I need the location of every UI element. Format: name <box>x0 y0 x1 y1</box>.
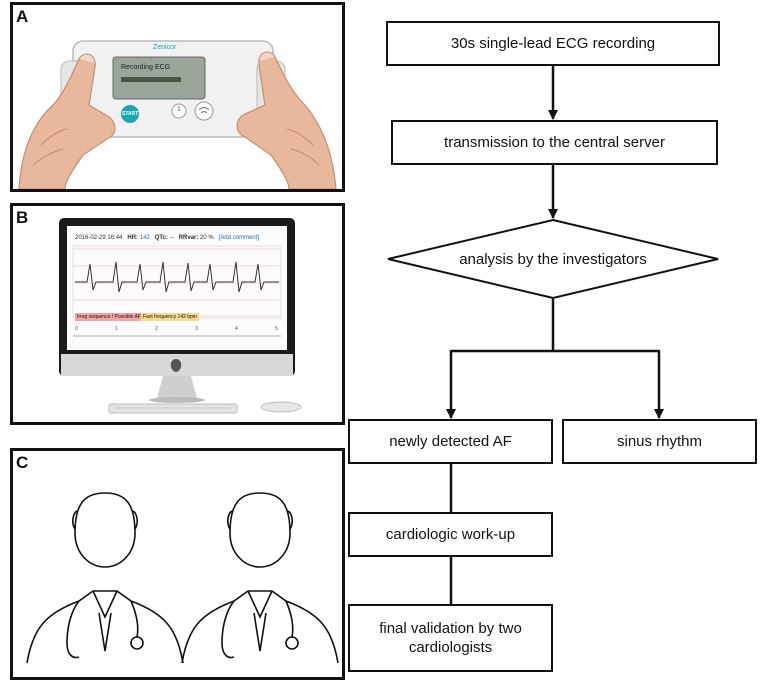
ecg-date: 2016-02-29 16:44 <box>75 235 123 241</box>
computer-monitor-illustration <box>59 218 302 414</box>
ecg-qtc-label: QTc: <box>154 235 168 241</box>
ecg-hr-label: HR: <box>127 235 139 241</box>
tag-irregular-sequence: Irreg sequence / Possible AF <box>75 313 143 321</box>
doctor-right-icon <box>181 492 339 664</box>
flow-step-ecg-recording: 30s single-lead ECG recording <box>386 21 720 66</box>
device-brand-label: Zenicor <box>153 44 177 51</box>
two-doctors-illustration <box>26 492 339 664</box>
ecg-qtc-value: -- <box>169 235 174 241</box>
ecg-header: 2016-02-29 16:44 HR: 142 QTc: -- RRvar: … <box>75 235 259 241</box>
handheld-ecg-device-illustration <box>18 40 337 189</box>
ecg-rrvar-value: 20 % <box>200 235 214 241</box>
tick-label: 1 <box>115 326 118 332</box>
panel-a-letter: A <box>16 7 29 26</box>
doctor-left-icon <box>26 492 184 664</box>
panel-b: B 2016-02-29 16:44 HR: 142 QTc: -- RRvar… <box>10 203 345 425</box>
tag-fast-frequency: Fast frequency 142 bpm <box>141 313 199 321</box>
ecg-hr-value: 142 <box>139 235 150 241</box>
tick-label: 3 <box>195 326 198 332</box>
tick-label: 4 <box>235 326 238 332</box>
flow-step-final-validation: final validation by two cardiologists <box>348 604 553 672</box>
device-start-label: START <box>122 111 139 117</box>
flow-decision-label: analysis by the investigators <box>459 251 647 268</box>
flow-branch-sinus-rhythm: sinus rhythm <box>562 419 757 464</box>
flow-step-transmission: transmission to the central server <box>391 120 718 165</box>
panel-c: C <box>10 448 345 680</box>
flow-branch-newly-detected-af: newly detected AF <box>348 419 553 464</box>
tick-label: 0 <box>75 326 78 332</box>
flow-step-cardiologic-workup: cardiologic work-up <box>348 512 553 557</box>
ecg-trace <box>75 261 279 293</box>
panel-c-letter: C <box>16 453 29 472</box>
ecg-rrvar-label: RRvar: <box>178 235 199 241</box>
panel-a: A Zenicor Recording ECG START 1 <box>10 2 345 192</box>
panel-b-letter: B <box>16 208 29 227</box>
device-screen-text: Recording ECG <box>121 64 171 71</box>
tick-label: 5 <box>275 326 278 332</box>
tick-label: 2 <box>155 326 158 332</box>
ecg-add-comment-link[interactable]: [Add comment] <box>218 235 260 241</box>
device-key-one-label: 1 <box>177 106 181 113</box>
